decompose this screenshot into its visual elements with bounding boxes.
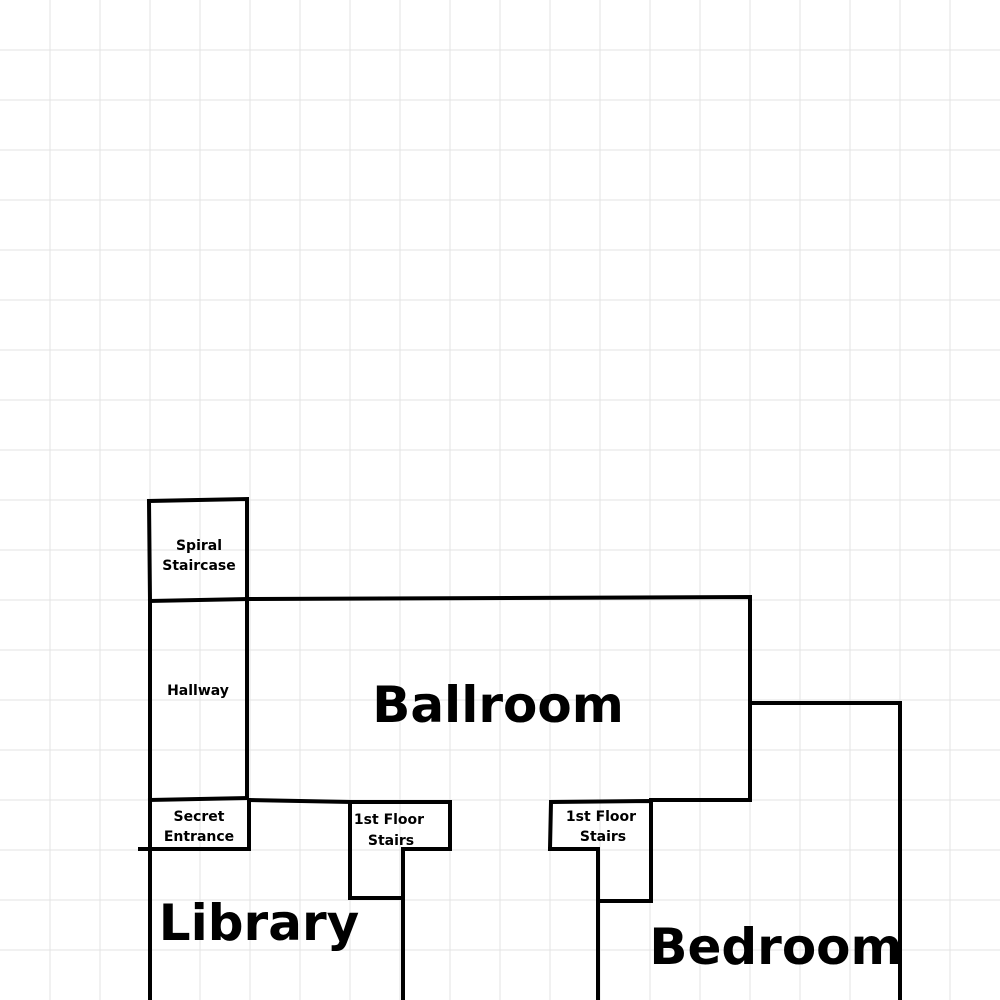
stairs-right-label-1: 1st Floor [566,809,636,825]
walls [138,496,902,1000]
stairs-left-label-2: Stairs [368,833,414,849]
ballroom-bottom-left [246,797,353,805]
stairs-left-label-1: 1st Floor [354,812,424,828]
ballroom-walls [244,594,752,802]
bedroom-label: Bedroom [649,918,902,976]
spiral-staircase-label-1: Spiral [176,538,222,554]
ballroom-label: Ballroom [372,676,624,734]
secret-entrance-label-1: Secret [174,809,225,825]
stairs-right-label-2: Stairs [580,829,626,845]
stairs-left-inner [348,800,405,900]
hallway-top-wall [147,596,250,604]
bedroom-walls [748,701,902,1000]
spiral-staircase-label-2: Staircase [162,558,236,574]
stairs-right-inner [548,847,600,1000]
hallway-bottom-wall [147,795,250,803]
labels: Spiral Staircase Hallway Secret Entrance… [159,538,903,976]
stairs-right-walls [547,798,653,903]
spiral-staircase-walls [146,496,249,604]
secret-entrance-label-2: Entrance [164,829,234,845]
library-label: Library [159,894,359,952]
hallway-label: Hallway [167,683,229,699]
